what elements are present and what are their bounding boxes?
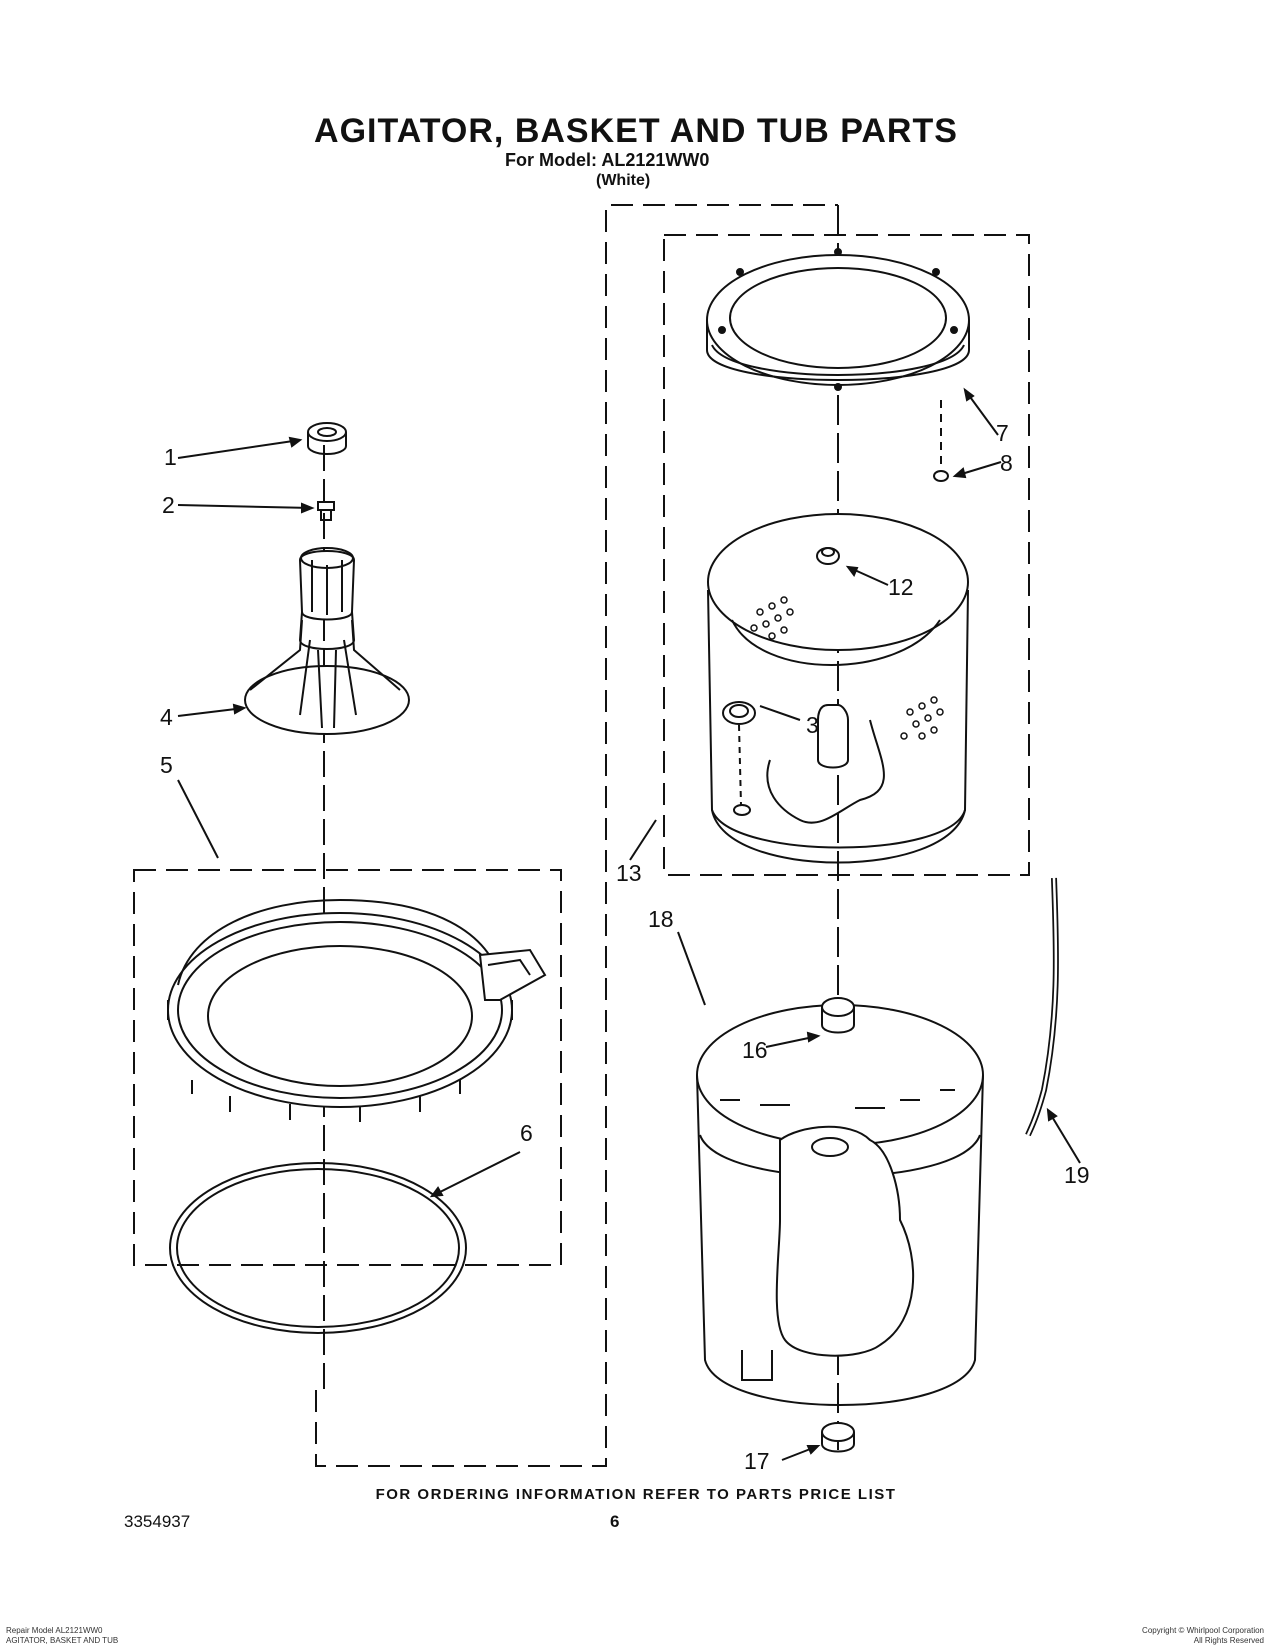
callout-17: 17 — [744, 1448, 770, 1474]
part-6-seal-ring — [169, 1162, 467, 1334]
part-18-outer-tub — [696, 1004, 984, 1406]
group-box-13 — [663, 234, 1030, 876]
callout-18: 18 — [648, 906, 674, 932]
callout-13: 13 — [616, 860, 642, 886]
callout-1: 1 — [164, 444, 177, 470]
part-8-screw — [933, 400, 949, 482]
part-5-tub-ring — [167, 898, 547, 1122]
callout-12: 12 — [888, 574, 914, 600]
model-line: For Model: AL2121WW0 — [505, 150, 710, 170]
part-7-balance-ring — [706, 248, 970, 391]
part-16-drive-hub — [821, 997, 855, 1034]
color-line: (White) — [596, 172, 651, 189]
callout-5: 5 — [160, 752, 173, 778]
footer-right-line-1: Copyright © Whirlpool Corporation — [1142, 1626, 1264, 1635]
callout-4: 4 — [160, 704, 173, 730]
part-17-nut — [821, 1422, 855, 1453]
group-box-5 — [133, 869, 562, 1266]
part-4-agitator — [244, 547, 410, 735]
page-title: AGITATOR, BASKET AND TUB PARTS — [314, 112, 958, 150]
part-1-agitator-cap — [307, 422, 347, 455]
callout-6: 6 — [520, 1120, 533, 1146]
callout-19: 19 — [1064, 1162, 1090, 1188]
callout-7: 7 — [996, 420, 1009, 446]
page-number: 6 — [610, 1512, 620, 1531]
outer-connector-bracket — [315, 204, 838, 1467]
callout-2: 2 — [162, 492, 175, 518]
leader-lines — [177, 387, 1081, 1461]
footer-left-line-1: Repair Model AL2121WW0 — [6, 1626, 103, 1635]
document-number: 3354937 — [124, 1512, 191, 1531]
callout-3: 3 — [806, 712, 819, 738]
ordering-note: FOR ORDERING INFORMATION REFER TO PARTS … — [375, 1486, 897, 1503]
part-19-hose — [1025, 877, 1059, 1137]
callout-16: 16 — [742, 1037, 768, 1063]
part-12-nut — [816, 547, 840, 565]
footer-right-line-2: All Rights Reserved — [1193, 1636, 1264, 1645]
part-2-fastener — [317, 501, 335, 521]
callout-8: 8 — [1000, 450, 1013, 476]
part-13-basket — [707, 513, 969, 864]
part-3-plug — [722, 701, 849, 816]
footer-left-line-2: AGITATOR, BASKET AND TUB — [6, 1636, 119, 1645]
